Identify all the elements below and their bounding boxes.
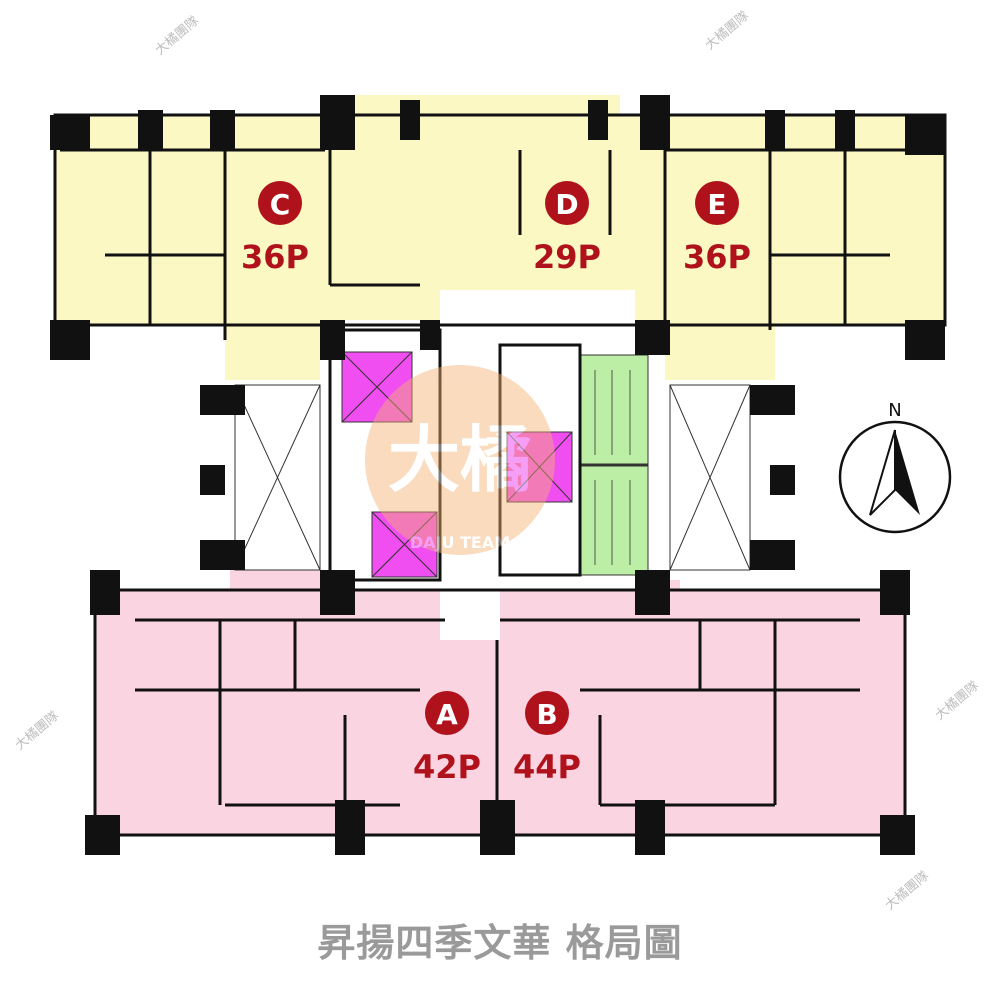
svg-text:D: D <box>555 188 578 221</box>
svg-text:C: C <box>270 188 291 221</box>
svg-text:44P: 44P <box>513 748 581 786</box>
unit-a-label: A 42P <box>413 691 481 786</box>
svg-text:42P: 42P <box>413 748 481 786</box>
walls <box>53 113 947 837</box>
svg-text:29P: 29P <box>533 238 601 276</box>
north-arrow-icon <box>869 429 896 516</box>
unit-e-label: E 36P <box>683 181 751 276</box>
unit-c-label: C 36P <box>241 181 309 276</box>
svg-text:36P: 36P <box>683 238 751 276</box>
logo-text: 大橘 <box>388 418 532 502</box>
stairs <box>579 354 649 576</box>
north-compass: N <box>838 400 952 534</box>
elevators <box>341 351 573 578</box>
svg-text:B: B <box>536 698 557 731</box>
columns <box>50 95 945 855</box>
unit-b-label: B 44P <box>513 691 581 786</box>
svg-text:E: E <box>707 188 726 221</box>
unit-d-label: D 29P <box>533 181 601 276</box>
page-title: 昇揚四季文華 格局圖 <box>317 921 683 965</box>
unit-labels: C 36P D 29P E 36P A 42P B 44P <box>241 181 751 786</box>
light-wells <box>234 384 751 571</box>
logo-watermark: 大橘 DAJU TEAM <box>365 365 555 555</box>
svg-text:A: A <box>436 698 458 731</box>
svg-text:36P: 36P <box>241 238 309 276</box>
compass-label: N <box>888 400 901 421</box>
corridor <box>440 290 635 330</box>
logo-subtext: DAJU TEAM <box>410 533 510 552</box>
